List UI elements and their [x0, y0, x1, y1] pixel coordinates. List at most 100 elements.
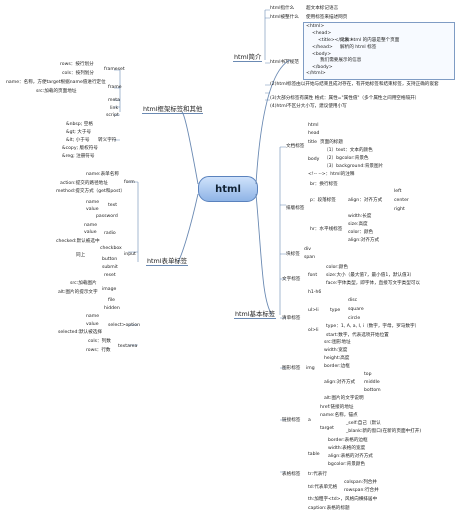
intro-extra: (4)html不区分大小写，建议使用小写 [270, 104, 347, 109]
body-item: （2）bgcolor:背景色 [324, 156, 369, 161]
body-item: （1）text：文本的颜色 [324, 148, 373, 153]
structure-line: </html> [306, 71, 326, 76]
target-item: _self:自己（默认 [346, 421, 381, 426]
structure-line: <head> [312, 31, 332, 36]
input-item: src:加载图片 [70, 281, 97, 286]
special-item: &gt; 大于号 [66, 130, 92, 135]
doc-title-desc: 页面的标题 [320, 140, 343, 145]
table-item: bgcolor:背景颜色 [328, 462, 365, 467]
structure-line: </head> [312, 45, 333, 50]
frame-meta: meta [108, 98, 120, 103]
a-item: name:名称，锚点 [320, 413, 358, 418]
frame-frame-item: name：名称，方便target根据name值进行定位 [6, 80, 106, 85]
table-caption: caption:表格的标题 [308, 506, 350, 511]
img-align-value: middle [364, 380, 380, 385]
branch-frame[interactable]: html框架标签和其他 [142, 105, 204, 114]
select-item: value [86, 322, 99, 327]
input-item: password [96, 214, 118, 219]
link-a: a [308, 418, 311, 423]
input-item: submit [102, 265, 118, 270]
input-item: value [84, 230, 97, 235]
input-item: alt:图片的提示文字 [58, 290, 98, 295]
form-select: select>option [108, 323, 141, 328]
input-item: image [102, 287, 117, 292]
input-item: file [108, 298, 115, 303]
img-align-value: bottom [364, 388, 381, 393]
block-item: span [304, 255, 316, 260]
special-item: &lt; 小于号 [66, 138, 90, 143]
doc-comment: <!-- -->：html的注释 [308, 172, 355, 177]
img-item: border:边框 [324, 364, 350, 369]
intro-structure-label: html书写规范 [270, 60, 299, 65]
input-item: hidden [104, 306, 120, 311]
frame-frameset: frameset [104, 67, 125, 72]
img-align-value: top [364, 372, 372, 377]
basic-table: 表格标签 [282, 472, 301, 477]
structure-note: 我们需要展示的信息 [320, 58, 362, 63]
hr-item: color：颜色 [348, 230, 374, 235]
structure-line: <body> [312, 52, 332, 57]
basic-block: 块标签 [286, 252, 300, 257]
img-tag: img [306, 366, 315, 371]
frame-link: link [110, 106, 119, 111]
form-item: action:提交的路径地址 [60, 181, 108, 186]
font-item: size:大小（最大值7，最小值1，默认值3） [326, 273, 415, 278]
font-item: face:字体类型，即字体，直接写文字类型可以 [326, 281, 421, 286]
doc-item: head [308, 131, 320, 136]
input-item: 同上 [76, 253, 86, 258]
img-item: alt:图片的文字说明 [324, 396, 364, 401]
input-item: reset [104, 273, 116, 278]
basic-list: 清单标签 [282, 316, 301, 321]
basic-layout: 排版标签 [286, 206, 305, 211]
table-tr: tr:代表行 [308, 472, 327, 477]
frame-frameset-item: rows：按行划分 [60, 62, 94, 67]
structure-line: <title></title> [318, 38, 353, 43]
frame-frame: frame [108, 85, 122, 90]
ul-type-value: circle [348, 316, 361, 321]
form-input: input [124, 252, 136, 257]
special-item: &copy; 版权符号 [62, 146, 98, 151]
doc-item: html [308, 123, 319, 128]
form-textarea: textarea [118, 344, 138, 349]
table-item: align:表格的对齐方式 [328, 454, 373, 459]
align-value: center [394, 198, 409, 203]
body-item: （3）background:背景图片 [324, 164, 384, 169]
img-item: height:高度 [324, 356, 350, 361]
textarea-item: rows：行数 [86, 348, 111, 353]
structure-note: 元素 html 的内容是整个页面 [340, 38, 400, 43]
select-item: selected:默认被选择 [58, 330, 102, 335]
ul-type-value: square [348, 307, 364, 312]
branch-basic[interactable]: html基本标签 [234, 310, 277, 319]
layout-align: align：对齐方式 [348, 198, 383, 203]
target-item: _blank:新的窗口(在新的页面中打开) [346, 429, 422, 434]
branch-form[interactable]: html表单标签 [146, 257, 189, 266]
table-th: th:加粗字<td>，风格向横排居中 [308, 497, 378, 502]
ul-type: type [330, 308, 341, 313]
a-item: href:链接的地址 [320, 405, 354, 410]
td-item: rowspan:行合并 [344, 488, 379, 493]
branch-intro[interactable]: html简介 [233, 53, 263, 62]
intro-tag: html被整什么 [270, 15, 299, 20]
input-item: button [102, 257, 118, 262]
center-node[interactable]: html [198, 176, 258, 202]
frame-frameset-item: cols：按列划分 [62, 71, 94, 76]
basic-img: 图形标签 [282, 366, 301, 371]
table-td: td:代表单元格 [308, 485, 338, 490]
select-item: name [86, 314, 100, 319]
align-value: right [394, 207, 405, 212]
layout-item: br：换行标签 [310, 182, 338, 187]
basic-link: 链接标签 [282, 418, 301, 423]
img-item: align:对齐方式 [324, 380, 356, 385]
intro-extra: (2)html标签由以开始与结束且成对存在，有开始标签和结束标签，支持正确的嵌套 [270, 82, 439, 87]
img-item: src:图形地址 [324, 340, 351, 345]
img-item: width:宽度 [324, 348, 348, 353]
align-value: left [394, 189, 402, 194]
center-label: html [215, 183, 241, 195]
intro-structure-box [303, 22, 455, 80]
list-ul: ul>li [308, 308, 319, 313]
structure-line: </body> [312, 65, 333, 70]
ul-type-value: disc [348, 298, 358, 303]
font-item: color:颜色 [326, 265, 348, 270]
